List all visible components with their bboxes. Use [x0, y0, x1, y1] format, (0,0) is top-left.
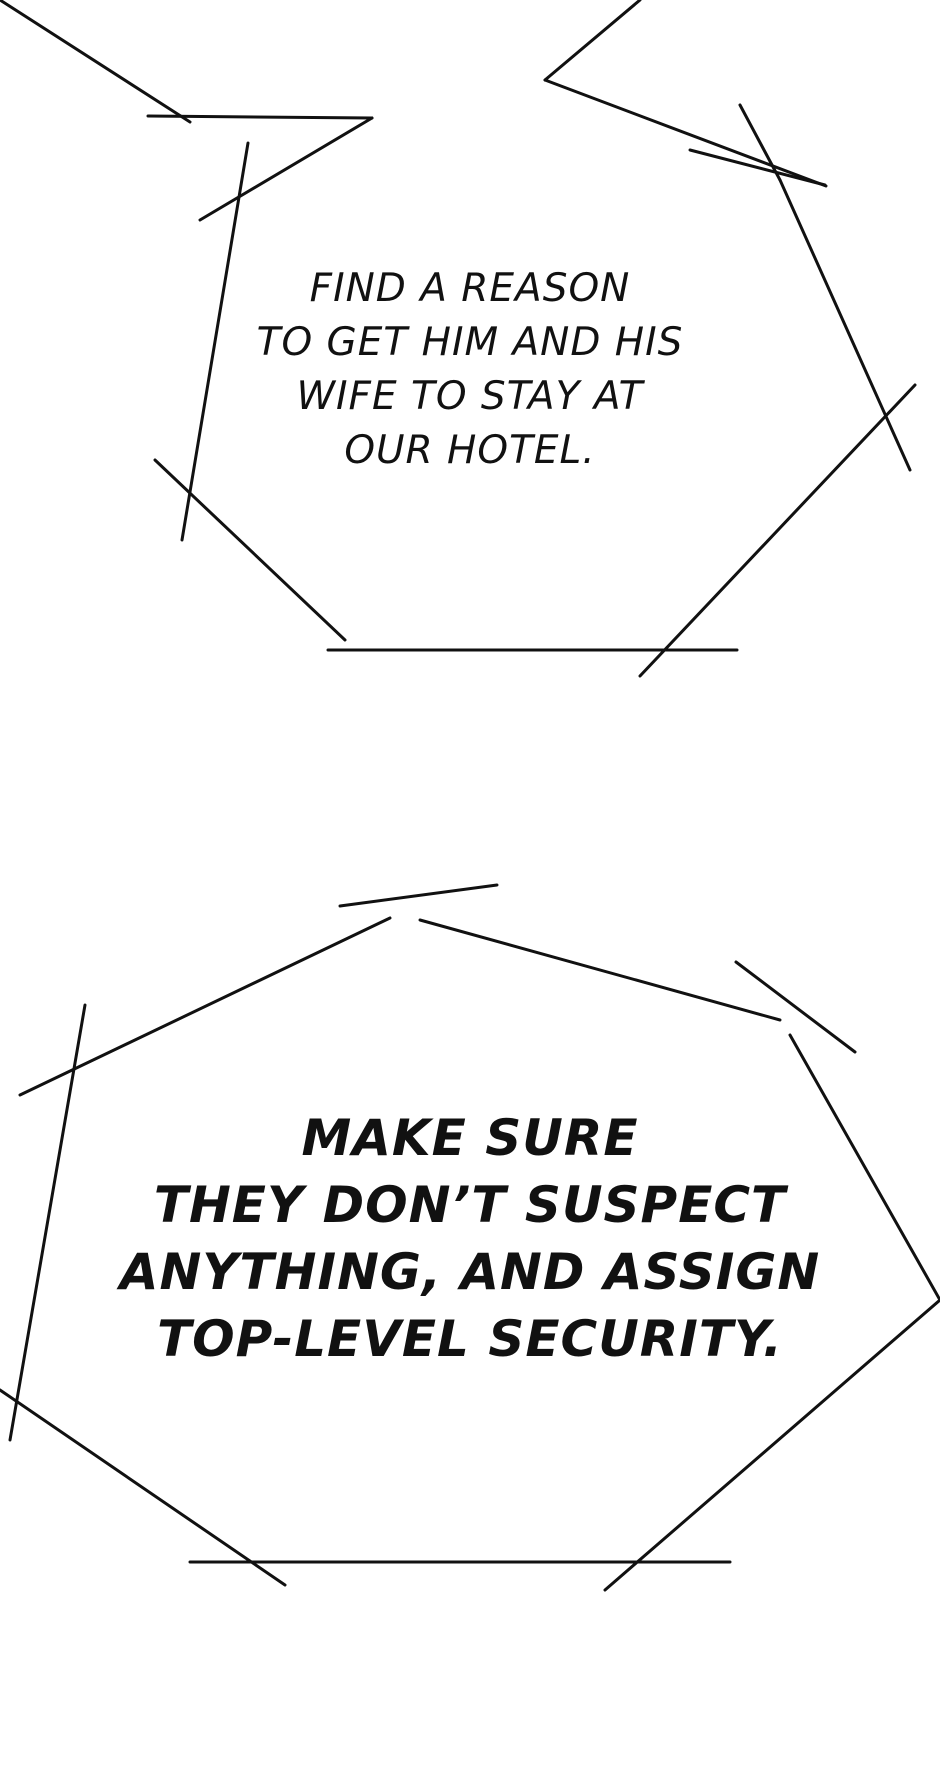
- bubble-2-line-3: ANYTHING, AND ASSIGN: [119, 1243, 821, 1301]
- bubble-1-line-2: TO GET HIM AND HIS: [256, 320, 684, 365]
- bubble-1-line-1: FIND A REASON: [309, 266, 631, 311]
- bubble-2-line-2: THEY DON’T SUSPECT: [153, 1176, 787, 1234]
- speech-bubble-2-text: MAKE SURE THEY DON’T SUSPECT ANYTHING, A…: [100, 1105, 840, 1373]
- speech-bubble-2-outline: [0, 883, 940, 1592]
- bubble-1-line-4: OUR HOTEL.: [344, 428, 596, 473]
- speech-bubble-1-outline: [0, 0, 917, 678]
- bubble-2-line-4: TOP-LEVEL SECURITY.: [157, 1310, 783, 1368]
- speech-bubble-1-text: FIND A REASON TO GET HIM AND HIS WIFE TO…: [230, 262, 710, 478]
- bubble-1-line-3: WIFE TO STAY AT: [296, 374, 644, 419]
- bubble-2-line-1: MAKE SURE: [301, 1109, 639, 1167]
